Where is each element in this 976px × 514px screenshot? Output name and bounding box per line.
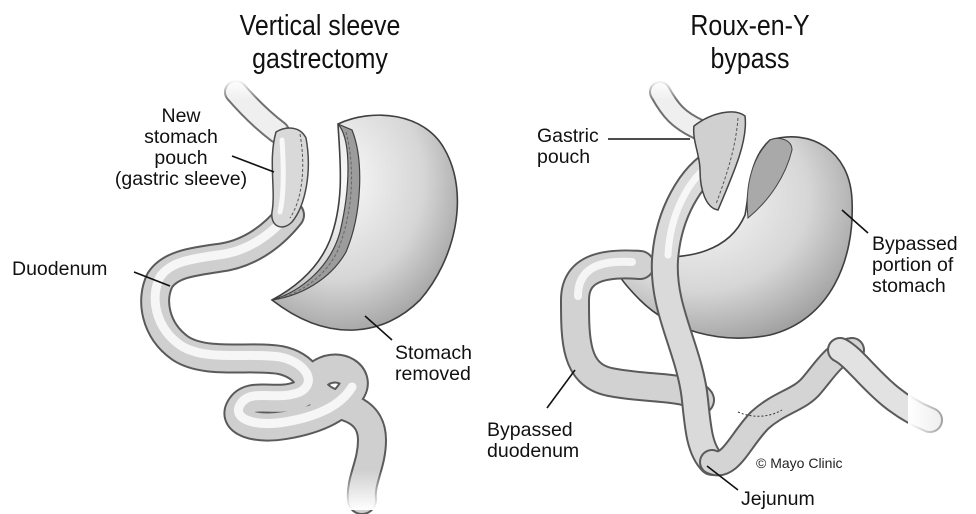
label-pouch-line-2: stomach [100,127,262,148]
label-bypassed-duodenum: Bypassed duodenum [487,420,579,462]
label-jejunum: Jejunum [741,489,815,510]
label-pouch-line-1: New [100,106,262,127]
label-bypassed-duodenum-line-1: Bypassed [487,420,579,441]
label-bypassed-portion-line-1: Bypassed [872,234,958,255]
label-stomach-removed: Stomach removed [395,343,472,385]
sleeve-title-line-1: Vertical sleeve [208,10,432,43]
label-bypassed-duodenum-line-2: duodenum [487,441,579,462]
label-bypassed-portion-line-2: portion of [872,255,958,276]
sleeve-title: Vertical sleeve gastrectomy [208,10,432,76]
label-bypassed-portion: Bypassed portion of stomach [872,234,958,297]
label-gastric-pouch-line-2: pouch [537,147,599,168]
label-duodenum: Duodenum [12,259,107,280]
label-duodenum-line-1: Duodenum [12,259,107,280]
label-jejunum-line-1: Jejunum [741,489,815,510]
label-pouch-line-3: pouch [100,148,262,169]
label-gastric-pouch-line-1: Gastric [537,126,599,147]
bypass-title-line-2: bypass [655,43,844,76]
label-gastric-pouch: Gastric pouch [537,126,599,168]
bypass-title: Roux-en-Y bypass [655,10,844,76]
leader-bypassed-duodenum [547,370,575,408]
label-pouch-line-4: (gastric sleeve) [100,169,262,190]
copyright-credit: © Mayo Clinic [756,455,843,471]
label-new-stomach-pouch: New stomach pouch (gastric sleeve) [100,106,262,190]
bypass-title-line-1: Roux-en-Y [655,10,844,43]
sleeve-title-line-2: gastrectomy [208,43,432,76]
right-esophagus [640,80,700,130]
label-removed-line-2: removed [395,364,472,385]
gastric-pouch-shape [694,112,746,210]
label-bypassed-portion-line-3: stomach [872,276,958,297]
label-removed-line-1: Stomach [395,343,472,364]
